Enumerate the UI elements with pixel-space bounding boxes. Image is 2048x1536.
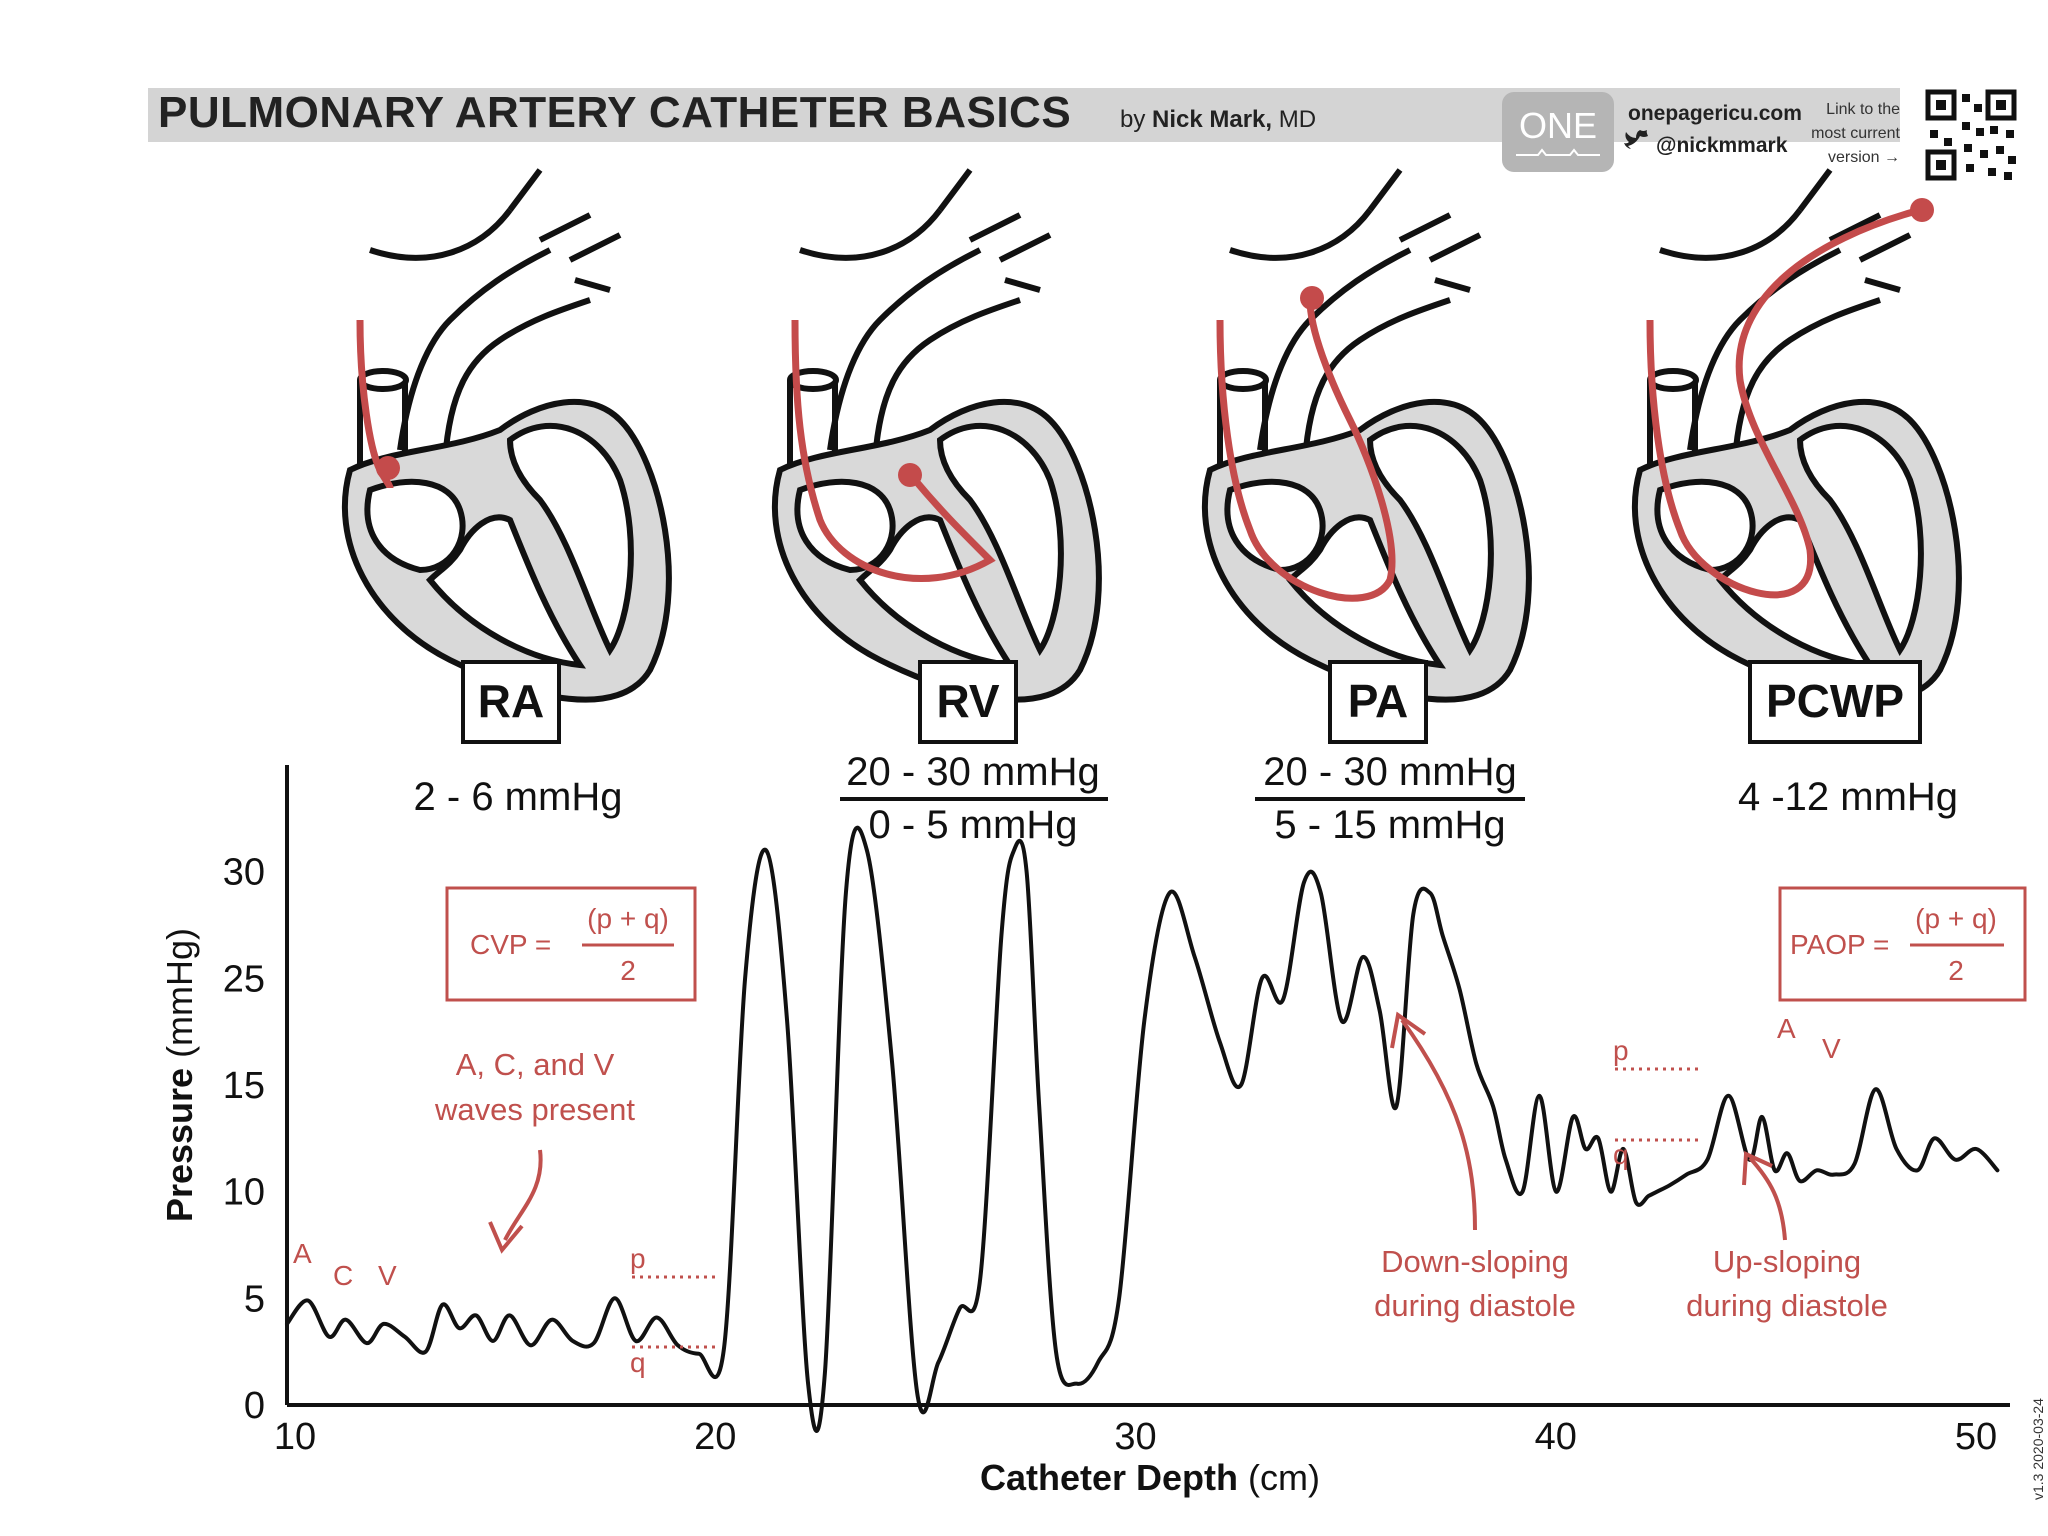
up-sloping-note-2: during diastole [1686,1288,1888,1323]
wave-label-v: V [378,1260,397,1291]
logo-ekg-icon [1516,148,1600,156]
stage-rv: RV [918,660,1018,744]
catheter-rv [791,319,996,583]
x-axis-title: Catheter Depth (cm) [980,1457,1320,1498]
cvp-formula-denominator: 2 [620,955,636,986]
wave-label-c: C [333,1260,353,1291]
ra-waves-arrow-icon [488,1149,543,1254]
range-pa-diastolic: 5 - 15 mmHg [1274,803,1505,847]
cvp-formula-numerator: (p + q) [587,903,669,934]
stage-label: RA [478,675,544,727]
x-tick-label: 30 [1114,1416,1156,1458]
down-sloping-note-1: Down-sloping [1381,1244,1569,1279]
range-pa-systolic: 20 - 30 mmHg [1263,750,1516,794]
y-axis-title-unit: (mmHg) [159,928,200,1068]
y-axis-title: Pressure (mmHg) [159,928,200,1222]
y-tick-label: 25 [223,958,265,1000]
x-axis-title-unit: (cm) [1238,1457,1320,1498]
logo-text: ONE [1519,105,1597,146]
paop-formula-numerator: (p + q) [1915,903,1997,934]
catheter-pa [1216,299,1396,602]
paop-formula-lhs: PAOP = [1790,929,1889,960]
y-tick-label: 15 [223,1065,265,1107]
catheter-balloon-ra [376,456,400,480]
pcwp-wave-label-v: V [1822,1033,1841,1064]
ra-q-label: q [630,1347,646,1378]
pcwp-q-label: q [1613,1139,1629,1170]
version-label: v1.3 2020-03-24 [2030,1398,2046,1500]
stage-label: PCWP [1766,675,1904,727]
cvp-formula-frame [445,886,697,1002]
range-rv-diastolic: 0 - 5 mmHg [869,803,1078,847]
pressure-chart: 0 5 10 15 25 30 10 20 30 40 50 Catheter Depth (cm… [159,765,2010,1498]
paop-formula-frame [1778,886,2027,1002]
down-sloping-arrow-icon [1390,1011,1477,1231]
y-tick-label: 0 [244,1385,265,1427]
cvp-formula-box: CVP = (p + q) 2 [445,886,697,1002]
qr-caption-2: most current [1811,125,1900,142]
stage-pcwp: PCWP [1748,660,1922,744]
heart-diagram-pcwp [1635,170,1959,700]
pressure-waveform-line [285,825,2000,1433]
y-axis-title-main: Pressure [159,1068,200,1222]
stage-label-box [1748,660,1922,744]
stage-label-box [1328,660,1428,744]
byline-prefix: by [1120,106,1152,133]
paop-formula-denominator: 2 [1948,955,1964,986]
up-sloping-arrow-icon [1742,1150,1787,1241]
y-tick-label: 10 [223,1172,265,1214]
up-sloping-note-1: Up-sloping [1713,1244,1861,1279]
author-name: Nick Mark, [1152,106,1272,133]
heart-diagram-pa [1205,170,1529,700]
x-axis-title-main: Catheter Depth [980,1457,1238,1498]
site-link[interactable]: onepagericu.com [1628,102,1802,125]
author-credential: MD [1272,106,1316,133]
heart-diagram-ra [345,170,669,700]
qr-caption-1: Link to the [1826,101,1900,118]
wave-label-a: A [293,1238,312,1269]
catheter-balloon-pa [1300,286,1324,310]
logo-badge [1502,92,1614,172]
heart-diagram-rv [775,170,1099,700]
x-tick-label: 10 [274,1416,316,1458]
paop-formula-box: PAOP = (p + q) 2 [1778,886,2027,1002]
ra-waves-note-2: waves present [434,1092,635,1127]
twitter-handle[interactable]: @nickmmark [1656,134,1788,157]
y-tick-label: 5 [244,1278,265,1320]
catheter-ra [356,319,394,489]
catheter-balloon-rv [898,463,922,487]
stage-label: PA [1348,675,1409,727]
x-ticks: 10 20 30 40 50 [274,1416,1997,1458]
stage-ra: RA [461,660,561,744]
ra-waves-note-1: A, C, and V [456,1047,615,1082]
x-tick-label: 20 [694,1416,736,1458]
header: PULMONARY ARTERY CATHETER BASICS by Nick… [148,88,2020,184]
y-ticks: 0 5 10 15 25 30 [223,852,265,1427]
down-sloping-note-2: during diastole [1374,1288,1576,1323]
x-tick-label: 50 [1955,1416,1997,1458]
catheter-pcwp [1646,206,1921,599]
range-ra: 2 - 6 mmHg [414,775,623,819]
stage-pa: PA [1328,660,1428,744]
cvp-formula-lhs: CVP = [470,929,551,960]
ra-p-label: p [630,1243,646,1274]
stage-label: RV [936,675,999,727]
y-tick-label: 30 [223,852,265,894]
range-rv-systolic: 20 - 30 mmHg [846,750,1099,794]
qr-caption-3: version → [1828,149,1900,166]
catheter-balloon-pcwp [1910,198,1934,222]
pcwp-wave-label-a: A [1777,1013,1796,1044]
range-pcwp: 4 -12 mmHg [1738,775,1958,819]
twitter-icon [1624,130,1648,149]
x-tick-label: 40 [1535,1416,1577,1458]
byline: by Nick Mark, MD [1120,106,1316,133]
stage-label-box [918,660,1018,744]
qr-code-icon[interactable] [1924,88,2020,184]
stage-label-box [461,660,561,744]
pcwp-p-label: p [1613,1035,1629,1066]
page-title: PULMONARY ARTERY CATHETER BASICS [158,88,1071,137]
